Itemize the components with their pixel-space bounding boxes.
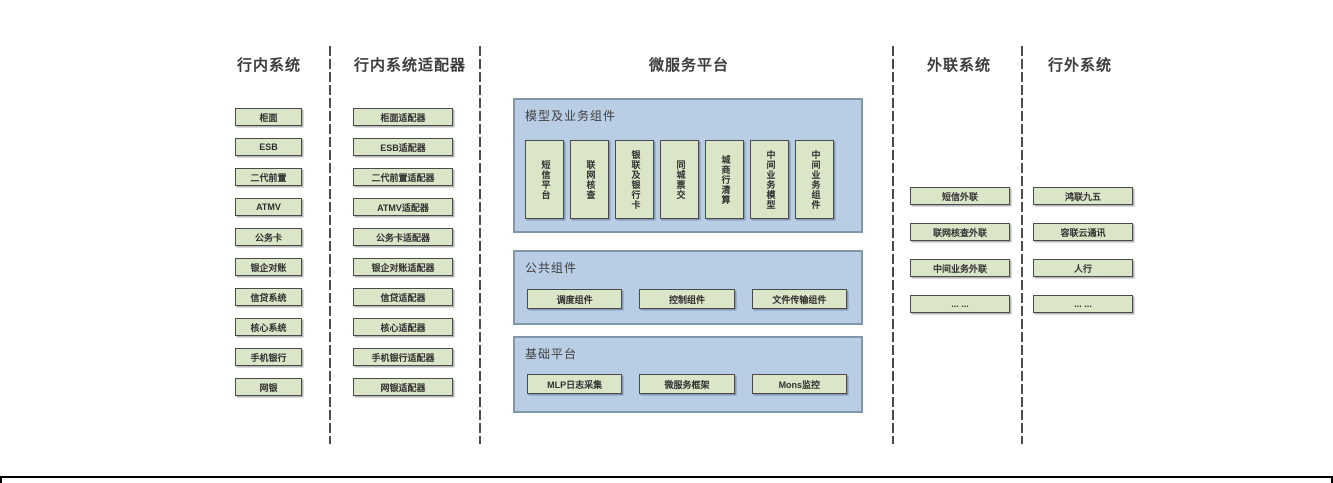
slide-bottom-border [0,476,1333,483]
base-platform-box: 微服务框架 [639,374,735,394]
column-divider-2 [479,46,481,444]
header-external-link-systems: 外联系统 [926,57,991,74]
column-divider-1 [329,46,331,444]
header-microservice-platform: 微服务平台 [648,57,729,74]
column-divider-4 [1021,46,1023,444]
panel-model-business-components: 模型及业务组件 短信平台联网核查银联及银行卡同城票交城商行清算中间业务模型中间业… [513,98,863,233]
external-system-box: ... ... [910,295,1010,313]
outside-system-box: 鸿联九五 [1033,187,1133,205]
internal-system-box: 手机银行 [235,348,302,366]
base-platform-row: MLP日志采集微服务框架 Mons监控 [527,374,847,394]
internal-system-box: 柜面 [235,108,302,126]
model-component-box: 中间业务模型 [750,140,789,219]
base-platform-box: Mons监控 [751,374,847,394]
internal-system-box: 公务卡 [235,228,302,246]
header-internal-systems: 行内系统 [236,57,301,74]
header-internal-adapters: 行内系统适配器 [353,57,466,74]
header-outside-systems: 行外系统 [1047,57,1112,74]
panel-common-components: 公共组件 调度组件控制组件文件传输组件 [513,250,863,325]
adapter-box: 公务卡适配器 [353,228,453,246]
adapter-box: 二代前置适配器 [353,168,453,186]
internal-system-box: ATMV [235,198,302,216]
adapter-box: 核心适配器 [353,318,453,336]
outside-system-box: 容联云通讯 [1033,223,1133,241]
common-component-box: 调度组件 [527,289,623,309]
internal-adapters-list: 柜面适配器 ESB适配器二代前置适配器 ATMV适配器公务卡适配器银企对账适配器信贷… [353,108,453,396]
outside-system-box: ... ... [1033,295,1133,313]
model-component-box: 城商行清算 [705,140,744,219]
adapter-box: ATMV适配器 [353,198,453,216]
adapter-box: 信贷适配器 [353,288,453,306]
model-components-row: 短信平台联网核查银联及银行卡同城票交城商行清算中间业务模型中间业务组件 [525,140,834,219]
panel-base-platform: 基础平台 MLP日志采集微服务框架 Mons监控 [513,336,863,413]
common-component-box: 控制组件 [639,289,735,309]
adapter-box: ESB适配器 [353,138,453,156]
adapter-box: 银企对账适配器 [353,258,453,276]
model-component-box: 短信平台 [525,140,564,219]
internal-system-box: 网银 [235,378,302,396]
external-system-box: 中间业务外联 [910,259,1010,277]
external-system-box: 联网核查外联 [910,223,1010,241]
external-link-systems-list: 短信外联联网核查外联中间业务外联 ... ... [910,187,1010,313]
internal-system-box: 核心系统 [235,318,302,336]
model-component-box: 中间业务组件 [795,140,834,219]
adapter-box: 手机银行适配器 [353,348,453,366]
internal-system-box: 银企对账 [235,258,302,276]
model-component-box: 联网核查 [570,140,609,219]
base-platform-box: MLP日志采集 [527,374,623,394]
adapter-box: 柜面适配器 [353,108,453,126]
internal-systems-list: 柜面 ESB 二代前置 ATMV 公务卡银企对账信贷系统核心系统手机银行网银 [235,108,302,396]
internal-system-box: ESB [235,138,302,156]
external-system-box: 短信外联 [910,187,1010,205]
internal-system-box: 信贷系统 [235,288,302,306]
panel-title: 基础平台 [525,347,578,361]
internal-system-box: 二代前置 [235,168,302,186]
common-component-box: 文件传输组件 [751,289,847,309]
adapter-box: 网银适配器 [353,378,453,396]
outside-systems-list: 鸿联九五容联云通讯人行 ... ... [1033,187,1133,313]
outside-system-box: 人行 [1033,259,1133,277]
common-components-row: 调度组件控制组件文件传输组件 [527,289,847,309]
column-divider-3 [892,46,894,444]
model-component-box: 银联及银行卡 [615,140,654,219]
panel-title: 模型及业务组件 [525,109,617,123]
model-component-box: 同城票交 [660,140,699,219]
panel-title: 公共组件 [525,261,578,275]
